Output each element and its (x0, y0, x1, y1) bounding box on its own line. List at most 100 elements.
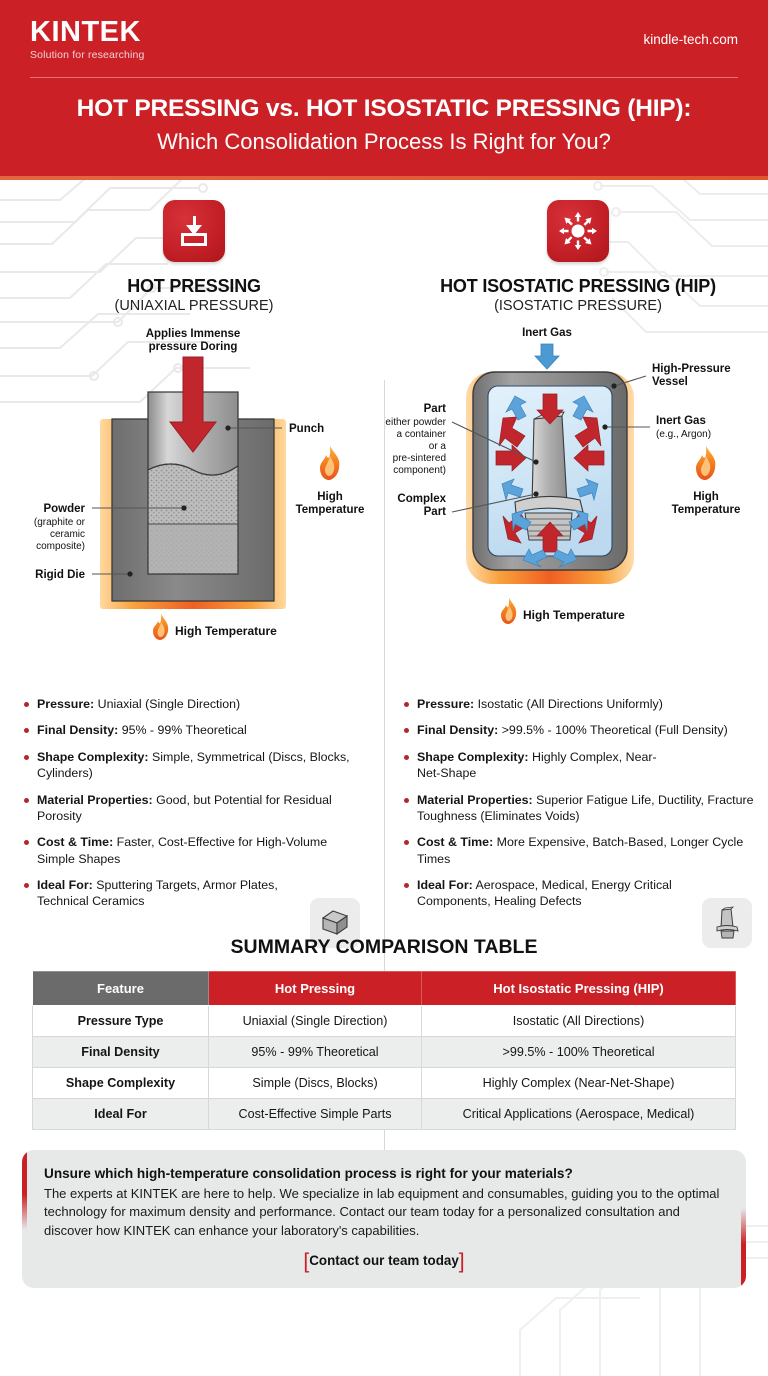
table-cell-feature: Final Density (32, 1035, 209, 1068)
bullet-dot-icon (404, 883, 409, 888)
bullet-label: Ideal For: (417, 878, 473, 892)
rigid-die-label: Rigid Die (35, 569, 85, 581)
table-row: Final Density 95% - 99% Theoretical >99.… (32, 1035, 736, 1068)
hot-pressing-subtitle: (UNIAXIAL PRESSURE) (114, 298, 274, 314)
summary-comparison-table: Feature Hot Pressing Hot Isostatic Press… (32, 970, 736, 1130)
bullet-label: Final Density: (37, 723, 119, 738)
cta-section: Unsure which high-temperature consolidat… (22, 1149, 746, 1289)
list-item: Pressure: Uniaxial (Single Direction) (22, 696, 366, 712)
logo-tagline: Solution for researching (30, 49, 145, 61)
table-row: Ideal For Cost-Effective Simple Parts Cr… (32, 1097, 736, 1130)
page-title: HOT PRESSING vs. HOT ISOSTATIC PRESSING … (76, 94, 692, 122)
cta-card: Unsure which high-temperature consolidat… (22, 1149, 746, 1289)
inert-gas-right-label: Inert Gas (656, 415, 706, 427)
svg-text:a container: a container (397, 429, 447, 440)
cube-block-chip (310, 898, 360, 948)
table-cell-hip: >99.5% - 100% Theoretical (421, 1035, 736, 1068)
table-header-row: Feature Hot Pressing Hot Isostatic Press… (32, 970, 736, 1006)
high-temperature-side-icon (696, 446, 716, 480)
complex-part-line1: Complex (397, 493, 446, 505)
bullet-value: Good, but Potential for Residual Porosit… (37, 792, 332, 823)
brand-logo: KINTEK Solution for researching (30, 18, 145, 61)
list-item: Material Properties: Superior Fatigue Li… (402, 792, 754, 825)
punch-label: Punch (289, 423, 324, 435)
hip-icon (547, 200, 609, 262)
inert-gas-right-sub: (e.g., Argon) (656, 429, 711, 440)
bullet-label: Final Density: (417, 723, 499, 738)
bullet-value: Highly Complex, Near-Net-Shape (417, 749, 657, 781)
inward-arrows-isostatic-icon (559, 212, 597, 250)
vessel-label-line2: Vessel (652, 376, 688, 388)
svg-text:(graphite or: (graphite or (34, 517, 86, 528)
page-header: KINTEK Solution for researching kindle-t… (0, 0, 768, 180)
bullet-label: Shape Complexity: (417, 749, 529, 764)
table-cell-hot-pressing: Uniaxial (Single Direction) (207, 1004, 423, 1037)
bullet-dot-icon (24, 883, 29, 888)
list-item: Cost & Time: Faster, Cost-Effective for … (22, 834, 366, 867)
logo-name: KINTEK (30, 16, 141, 48)
hip-column: HOT ISOSTATIC PRESSING (HIP) (ISOSTATIC … (384, 192, 768, 948)
svg-text:component): component) (393, 465, 446, 476)
svg-text:pre-sintered: pre-sintered (393, 453, 446, 464)
bracket-right-icon: ] (458, 1250, 465, 1274)
table-row: Shape Complexity Simple (Discs, Blocks) … (32, 1066, 736, 1099)
table-cell-feature: Ideal For (32, 1097, 209, 1130)
bullet-dot-icon (24, 754, 29, 760)
bullet-value: Sputtering Targets, Armor Plates, Techni… (37, 878, 278, 909)
svg-text:composite): composite) (36, 541, 85, 552)
site-url: kindle-tech.com (643, 32, 738, 47)
down-arrow-into-plate-icon (181, 216, 207, 246)
bullet-dot-icon (404, 797, 409, 803)
high-temp-bottom-label: High Temperature (175, 624, 277, 638)
cta-headline: Unsure which high-temperature consolidat… (44, 1165, 573, 1181)
cta-button-row: [Contact our team today] (44, 1250, 724, 1274)
list-item: Final Density: >99.5% - 100% Theoretical… (402, 722, 754, 738)
vessel-label-line1: High-Pressure (652, 363, 731, 375)
bullet-dot-icon (404, 728, 409, 734)
contact-us-button[interactable]: [Contact our team today] (291, 1250, 476, 1274)
turbine-blade-chip (702, 898, 752, 948)
hot-pressing-column: HOT PRESSING (UNIAXIAL PRESSURE) (0, 192, 384, 948)
bullet-label: Cost & Time: (37, 835, 114, 850)
column-divider (384, 380, 385, 1160)
high-temp-side-line2: Temperature (296, 504, 365, 516)
bullet-value: Aerospace, Medical, Energy Critical Comp… (417, 878, 672, 909)
table-cell-hot-pressing: Simple (Discs, Blocks) (207, 1066, 423, 1099)
part-label: Part (424, 403, 447, 415)
table-cell-hip: Isostatic (All Directions) (421, 1004, 736, 1037)
bullet-dot-icon (24, 840, 29, 846)
bullet-value: >99.5% - 100% Theoretical (Full Density) (498, 723, 728, 738)
table-cell-feature: Pressure Type (32, 1004, 209, 1037)
high-temperature-side-icon (320, 446, 340, 480)
complex-part-line2: Part (424, 506, 447, 518)
page-subtitle: Which Consolidation Process Is Right for… (157, 128, 611, 154)
high-temp-side-line2: Temperature (672, 504, 741, 516)
list-item: Shape Complexity: Highly Complex, Near-N… (402, 749, 754, 782)
hot-pressing-diagram: Applies Immense pressure Doring (22, 324, 366, 684)
bullet-value: Simple, Symmetrical (Discs, Blocks, Cyli… (37, 749, 350, 781)
table-header-feature: Feature (32, 970, 209, 1006)
hot-pressing-icon (163, 200, 225, 262)
svg-text:(either powder: (either powder (384, 417, 447, 428)
list-item: Ideal For: Sputtering Targets, Armor Pla… (22, 877, 366, 910)
table-cell-hot-pressing: Cost-Effective Simple Parts (207, 1097, 423, 1130)
bullet-dot-icon (24, 728, 29, 734)
high-temperature-bottom-icon (153, 614, 169, 640)
table-title: SUMMARY COMPARISON TABLE (230, 935, 538, 958)
inert-gas-top-label: Inert Gas (522, 327, 572, 339)
comparison-section: HOT PRESSING (UNIAXIAL PRESSURE) (0, 180, 768, 1160)
cube-block-icon (321, 910, 349, 936)
bullet-dot-icon (404, 754, 409, 760)
bullet-label: Pressure: (417, 697, 475, 711)
bullet-label: Shape Complexity: (37, 749, 149, 764)
list-item: Shape Complexity: Simple, Symmetrical (D… (22, 749, 366, 782)
bullet-value: Faster, Cost-Effective for High-Volume S… (37, 835, 328, 866)
bullet-label: Pressure: (37, 697, 95, 711)
table-cell-hot-pressing: 95% - 99% Theoretical (207, 1035, 423, 1068)
list-item: Cost & Time: More Expensive, Batch-Based… (402, 834, 754, 867)
cta-body: The experts at KINTEK are here to help. … (44, 1185, 720, 1238)
table-cell-hip: Critical Applications (Aerospace, Medica… (421, 1097, 736, 1130)
svg-text:ceramic: ceramic (50, 529, 85, 540)
bullet-label: Material Properties: (417, 792, 533, 807)
